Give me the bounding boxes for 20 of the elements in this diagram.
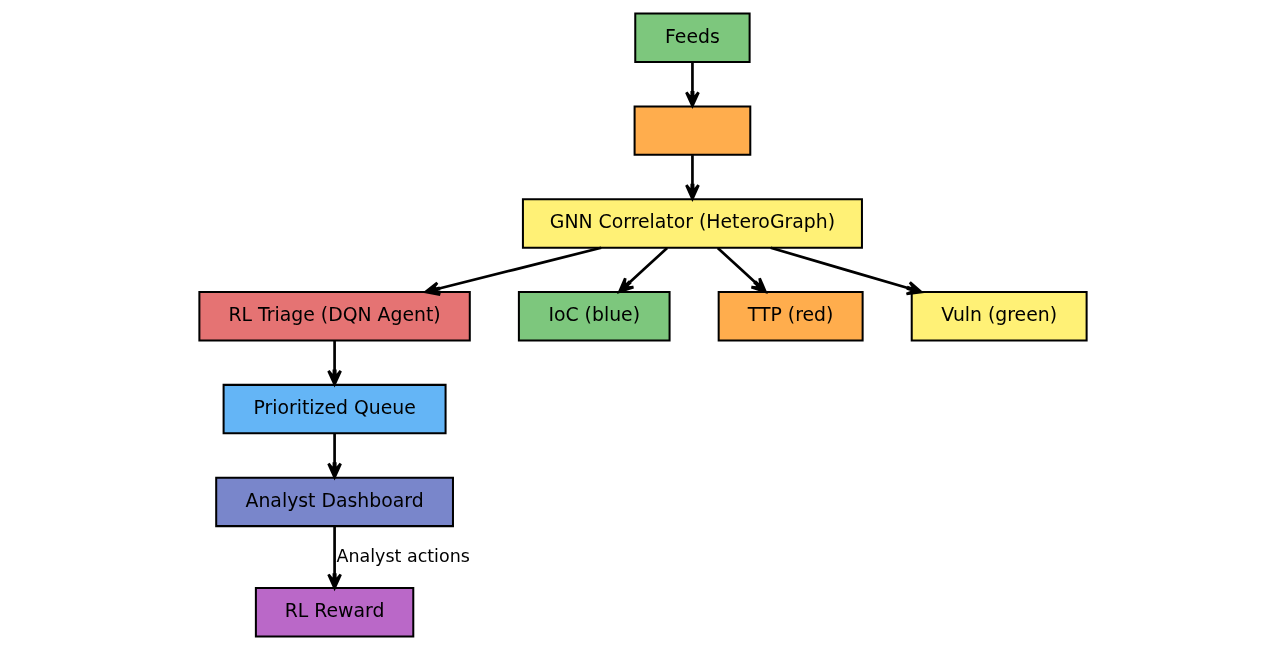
node-box: RL Reward (254, 587, 414, 638)
arrow (423, 246, 602, 296)
arrow (684, 62, 700, 108)
node-box: TTP (red) (717, 291, 864, 342)
arrow (716, 247, 767, 294)
edge-label: Analyst actions (336, 545, 470, 566)
arrow (326, 433, 342, 479)
arrow (326, 340, 342, 386)
arrow (326, 526, 342, 590)
arrow (769, 246, 922, 296)
node-box: GNN Correlator (HeteroGraph) (521, 198, 863, 249)
node-box: IoC (blue) (517, 291, 671, 342)
node-box: Analyst Dashboard (214, 476, 454, 528)
node-box: Prioritized Queue (222, 383, 447, 435)
arrow (684, 155, 700, 200)
node-box: RL Triage (DQN Agent) (197, 291, 471, 342)
node-box: Feeds (633, 12, 751, 63)
arrow (617, 247, 668, 294)
node-box: Vuln (green) (910, 291, 1088, 342)
node-box (633, 105, 751, 156)
